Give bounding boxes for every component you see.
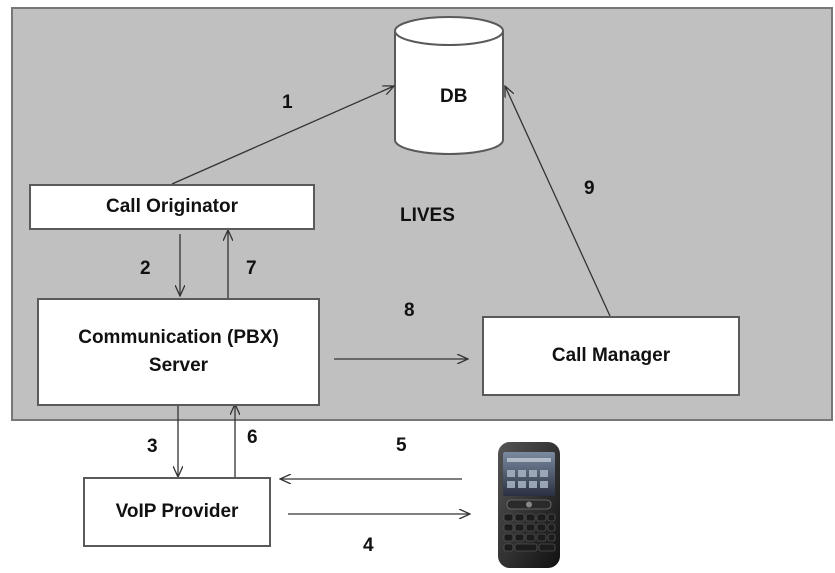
lives-region-label: LIVES (400, 205, 455, 226)
db-cylinder-icon (394, 16, 504, 155)
step-4-label: 4 (363, 535, 374, 556)
smartphone-icon (498, 442, 560, 568)
call-originator-label: Call Originator (106, 196, 238, 217)
step-1-label: 1 (282, 92, 293, 113)
call-manager-label: Call Manager (551, 345, 671, 366)
voip-provider-label: VoIP Provider (115, 501, 239, 522)
communication-server-box: Communication (PBX) Server (37, 298, 320, 406)
step-5-label: 5 (396, 435, 407, 456)
call-manager-box: Call Manager (482, 316, 740, 396)
arrow-step-9 (505, 86, 611, 317)
comm-server-label-line2: Server (148, 355, 209, 376)
step-6-label: 6 (247, 427, 258, 448)
arrow-step-1 (171, 86, 394, 185)
step-9-label: 9 (584, 178, 595, 199)
call-originator-box: Call Originator (29, 184, 315, 230)
db-label: DB (440, 86, 468, 107)
step-3-label: 3 (147, 436, 158, 457)
step-2-label: 2 (140, 258, 151, 279)
voip-provider-box: VoIP Provider (83, 477, 271, 547)
step-8-label: 8 (404, 300, 415, 321)
comm-server-label-line1: Communication (PBX) (78, 327, 279, 348)
step-7-label: 7 (246, 258, 257, 279)
